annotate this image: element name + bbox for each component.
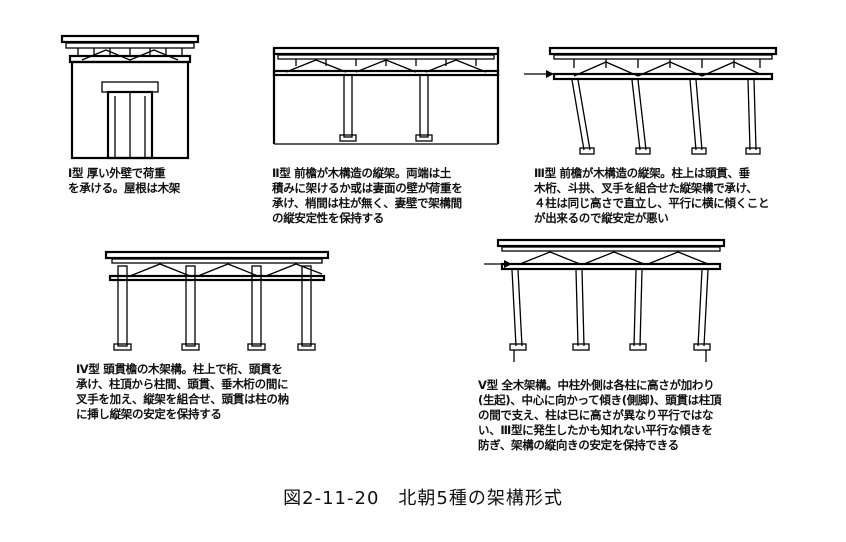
type-4-drawing xyxy=(104,250,330,351)
type-1-drawing xyxy=(60,34,200,160)
type-4-caption: Ⅳ型 頭貫檐の木架構。柱上で桁、頭貫を 承け、柱頂から柱間、頭貫、垂木桁の間に … xyxy=(76,362,289,421)
type-1-caption: Ⅰ型 厚い外壁で荷重 を承ける。屋根は木架 xyxy=(68,166,180,195)
type-2-drawing xyxy=(272,46,500,145)
figure-title: 図2-11-20 北朝5種の架構形式 xyxy=(283,488,563,509)
type-3-drawing xyxy=(524,46,778,155)
type-5-drawing xyxy=(484,238,726,362)
type-3-caption: Ⅲ型 前檐が木構造の縦架。柱上は頭貫、垂 木桁、斗拱、叉手を組合せた縦架構で承け… xyxy=(534,166,770,225)
type-2-caption: Ⅱ型 前檐が木構造の縦架。両端は土 積みに架けるか或は妻面の壁が荷重を 承け、梢… xyxy=(272,166,463,225)
type-5-caption: Ⅴ型 全木架構。中柱外側は各柱に高さが加わり (生起)、中心に向かって傾き(側脚… xyxy=(478,378,722,452)
